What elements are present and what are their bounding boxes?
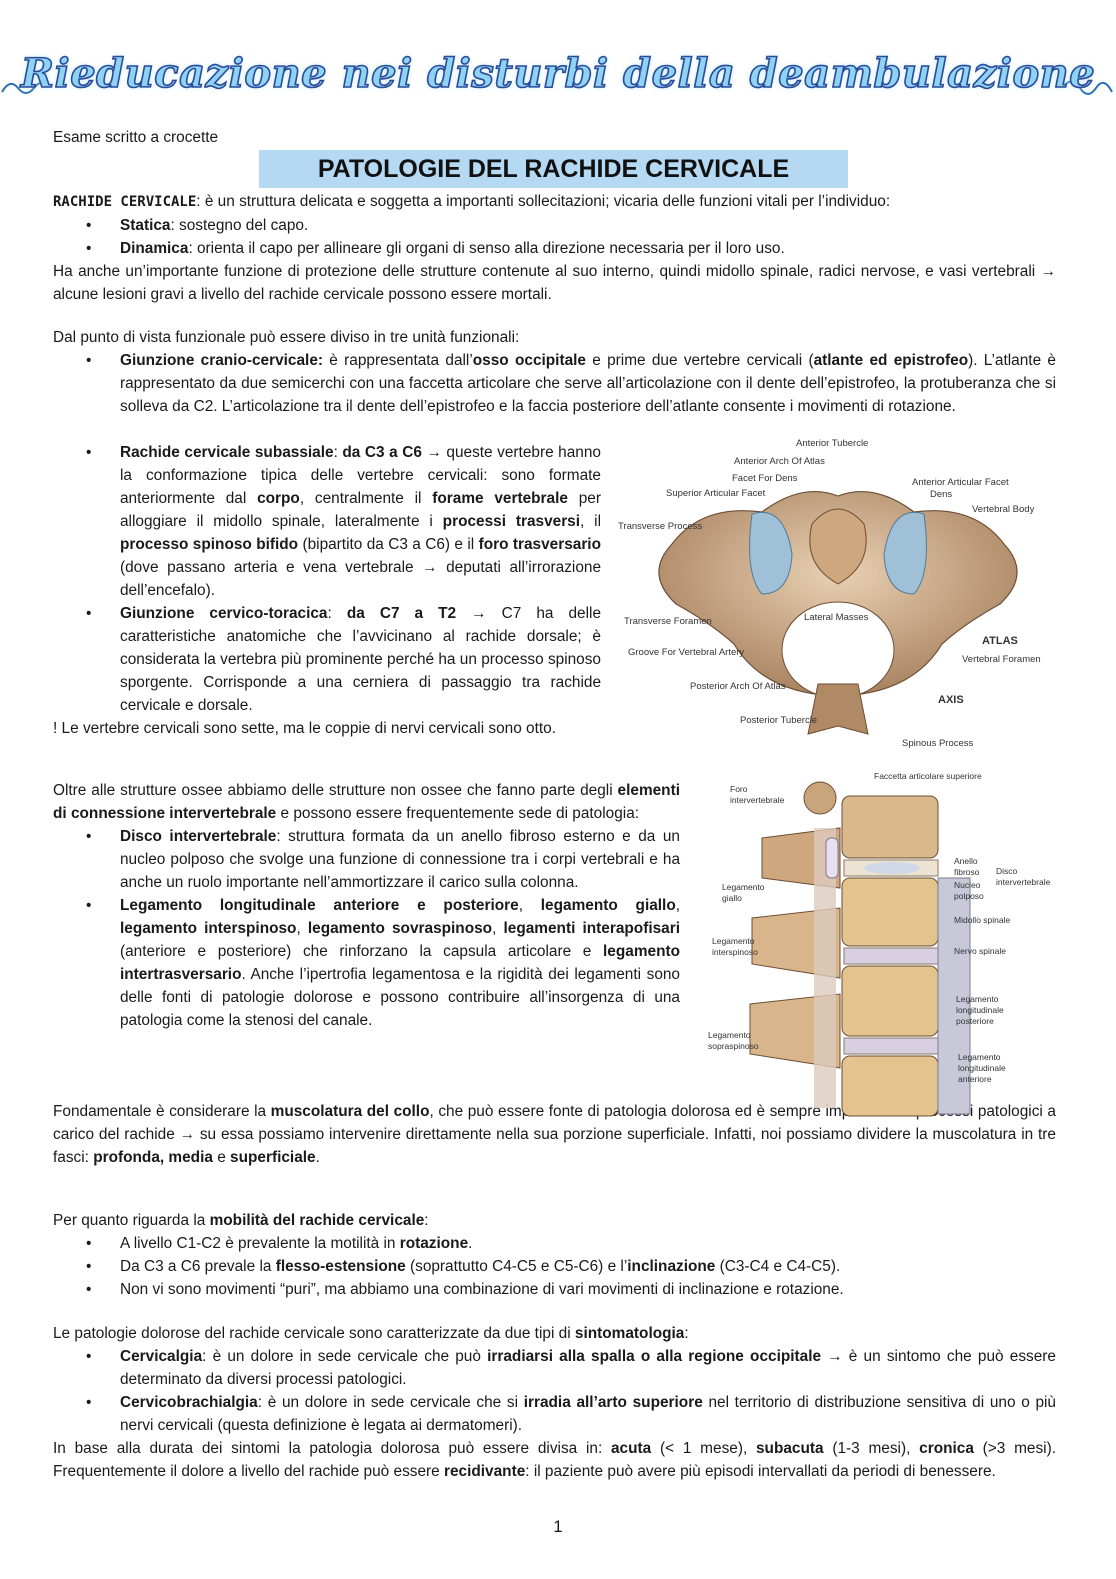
list-item: Rachide cervicale subassiale: da C3 a C6…: [53, 441, 601, 602]
label-transverse-process: Transverse Process: [618, 521, 703, 532]
subaxial-and-cervicothoracic: Rachide cervicale subassiale: da C3 a C6…: [53, 441, 601, 740]
intro-term: RACHIDE CERVICALE: [53, 194, 197, 210]
label-vertebral-body: Vertebral Body: [972, 504, 1035, 515]
label-posterior-tubercle: Posterior Tubercle: [740, 715, 818, 726]
list-item: Non vi sono movimenti “puri”, ma abbiamo…: [53, 1278, 1056, 1301]
label-giallo: Legamento giallo: [722, 882, 765, 903]
craniocervical-item: Giunzione cranio-cervicale: è rappresent…: [53, 349, 1056, 418]
list-item: Cervicobrachialgia: è un dolore in sede …: [53, 1391, 1056, 1437]
label-vertebral-foramen: Vertebral Foramen: [962, 654, 1041, 665]
right-squiggle-decoration: [1063, 80, 1113, 95]
label-axis: AXIS: [938, 694, 964, 706]
label-atlas: ATLAS: [982, 635, 1018, 647]
label-nucleo: Nucleo polposo: [954, 880, 984, 901]
spine-illustration: [749, 781, 971, 1117]
mobility-block: Per quanto riguarda la mobilità del rach…: [53, 1209, 1056, 1301]
atlas-illustration: [658, 490, 1018, 735]
list-item: Statica: sostegno del capo.: [53, 214, 1056, 237]
label-spinous-process: Spinous Process: [902, 738, 974, 749]
label-posterior-arch: Posterior Arch Of Atlas: [690, 681, 786, 692]
section-title: PATOLOGIE DEL RACHIDE CERVICALE: [259, 150, 848, 188]
left-squiggle-decoration: [1, 81, 49, 94]
list-item: Giunzione cervico-toracica: da C7 a T2 →…: [53, 602, 601, 717]
label-superior-facet: Faccetta articolare superiore: [874, 771, 982, 781]
list-item: Dinamica: orienta il capo per allineare …: [53, 237, 1056, 260]
label-anteriore: Legamento longitudinale anteriore: [958, 1052, 1006, 1084]
label-disco: Disco intervertebrale: [996, 866, 1051, 887]
intro-text: : è un struttura delicata e soggetta a i…: [196, 193, 891, 210]
label-midollo: Midollo spinale: [954, 915, 1011, 925]
list-item: Legamento longitudinale anteriore e post…: [53, 894, 680, 1032]
label-anterior-articular-facet: Anterior Articular Facet: [912, 477, 1009, 488]
label-transverse-foramen: Transverse Foramen: [624, 616, 712, 627]
exam-note: Esame scritto a crocette: [53, 129, 219, 146]
functional-units-lead: Dal punto di vista funzionale può essere…: [53, 329, 520, 346]
label-dens: Dens: [930, 489, 953, 500]
label-groove: Groove For Vertebral Artery: [628, 647, 745, 658]
label-anterior-tubercle: Anterior Tubercle: [796, 438, 869, 449]
label-nervo: Nervo spinale: [954, 946, 1006, 956]
spine-ligaments-figure: Faccetta articolare superiore Foro inter…: [702, 768, 1056, 1124]
intro-list: Statica: sostegno del capo. Dinamica: or…: [53, 214, 1056, 260]
intro-block: RACHIDE CERVICALE: è un struttura delica…: [53, 190, 1056, 306]
page-number: 1: [553, 1517, 563, 1536]
symptoms-block: Le patologie dolorose del rachide cervic…: [53, 1322, 1056, 1483]
list-item: Da C3 a C6 prevale la flesso-estensione …: [53, 1255, 1056, 1278]
label-posteriore: Legamento longitudinale posteriore: [956, 994, 1004, 1026]
list-item: A livello C1-C2 è prevalente la motilità…: [53, 1232, 1056, 1255]
label-lateral-masses: Lateral Masses: [804, 612, 869, 623]
protection-paragraph: Ha anche un’importante funzione di prote…: [53, 263, 1056, 303]
label-anello: Anello fibroso: [954, 856, 980, 877]
atlas-axis-figure: Anterior Tubercle Anterior Arch Of Atlas…: [612, 434, 1064, 752]
label-facet-for-dens: Facet For Dens: [732, 473, 798, 484]
list-item: Disco intervertebrale: struttura formata…: [53, 825, 680, 894]
connection-block: Oltre alle strutture ossee abbiamo delle…: [53, 779, 680, 1032]
list-item: Cervicalgia: è un dolore in sede cervica…: [53, 1345, 1056, 1391]
list-item: Giunzione cranio-cervicale: è rappresent…: [53, 349, 1056, 418]
cervical-note: ! Le vertebre cervicali sono sette, ma l…: [53, 720, 557, 737]
label-superior-articular-facet: Superior Articular Facet: [666, 488, 766, 499]
label-foro: Foro intervertebrale: [730, 784, 785, 805]
course-title: Rieducazione nei disturbi della deambula…: [20, 50, 1096, 97]
label-interspinoso: Legamento interspinoso: [712, 936, 758, 957]
label-anterior-arch: Anterior Arch Of Atlas: [734, 456, 825, 467]
label-sopraspinoso: Legamento sopraspinoso: [708, 1030, 759, 1051]
